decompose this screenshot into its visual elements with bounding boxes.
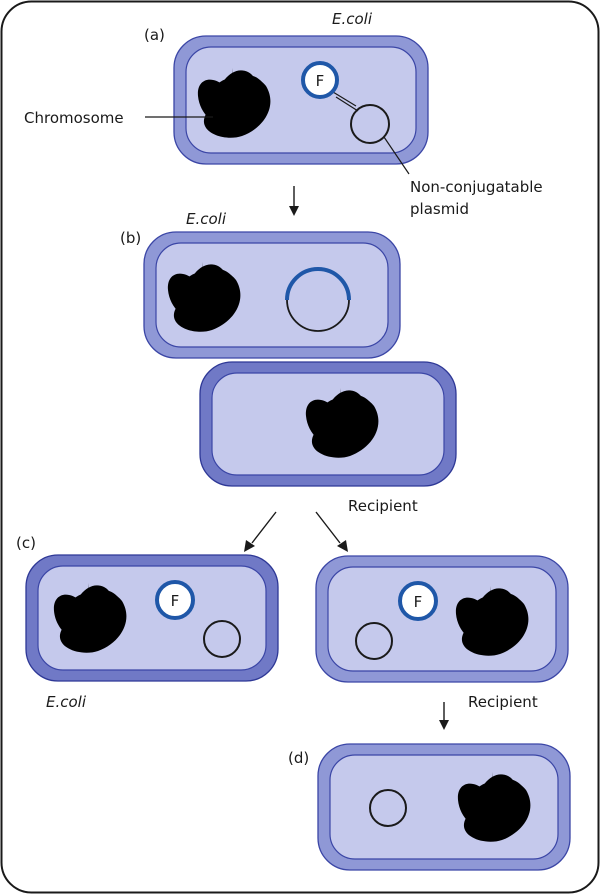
- plasmid-c-right: [355, 622, 393, 660]
- panel-c-label: (c): [16, 534, 36, 552]
- f-label-a: F: [316, 72, 325, 90]
- panel-b: (b) E.coli Recipient: [120, 210, 457, 515]
- chromosome-label: Chromosome: [24, 109, 124, 127]
- panel-d: (d): [288, 743, 571, 871]
- panel-a: (a) E.coli Chromosome F Non-conjugatable…: [24, 10, 543, 218]
- plasmid-d: [369, 789, 407, 827]
- arrow-a-to-b: [289, 186, 299, 216]
- panel-c: (c) F E.coli F Recipient: [16, 534, 569, 711]
- panel-d-label: (d): [288, 749, 309, 767]
- panel-c-species: E.coli: [46, 693, 87, 711]
- f-label-c-left: F: [171, 592, 180, 610]
- plasmid-c-left: [203, 620, 241, 658]
- arrows-b-to-c: [244, 511, 348, 552]
- recipient-label-c: Recipient: [468, 693, 538, 711]
- recipient-label-b: Recipient: [348, 497, 418, 515]
- f-plasmid-c-left: [155, 580, 195, 620]
- plasmid-label-line2: plasmid: [410, 200, 469, 218]
- panel-b-label: (b): [120, 229, 141, 247]
- plasmid-label-line1: Non-conjugatable: [410, 178, 543, 196]
- f-label-c-right: F: [414, 593, 423, 611]
- panel-a-label: (a): [144, 26, 165, 44]
- arrow-c-to-d: [439, 702, 449, 730]
- f-plasmid-a: [301, 61, 339, 99]
- panel-b-species: E.coli: [186, 210, 227, 228]
- f-plasmid-c-right: [398, 581, 438, 621]
- non-conjugatable-plasmid-a: [350, 104, 390, 144]
- panel-a-species: E.coli: [332, 10, 373, 28]
